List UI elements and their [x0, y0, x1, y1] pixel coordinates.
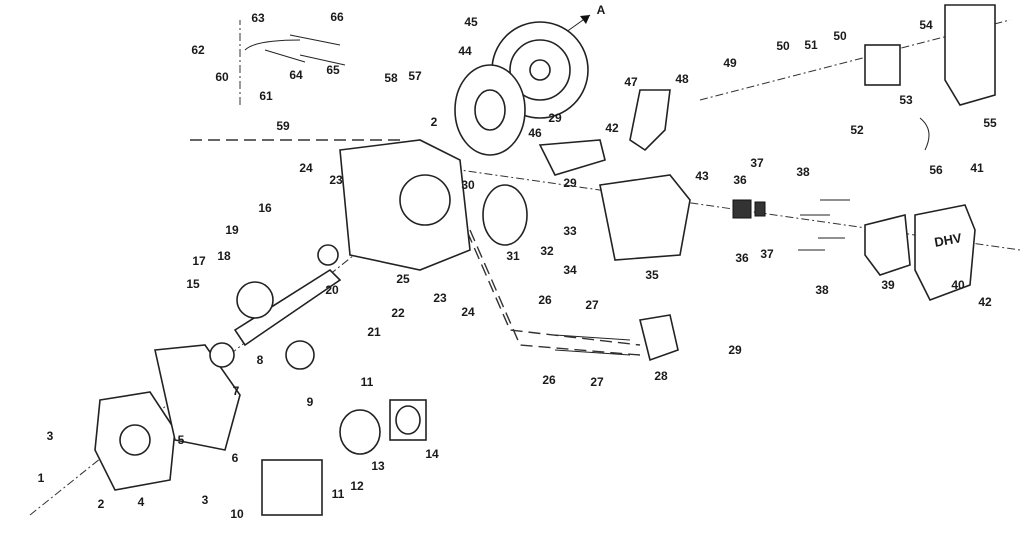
ignition-coil [538, 139, 606, 176]
part-number-label: 26 [538, 293, 552, 307]
part-number-label: 30 [461, 178, 475, 192]
arrow-a-icon [580, 15, 590, 24]
part-number-label: 18 [217, 249, 231, 263]
connecting-rod-box [261, 459, 323, 516]
part-number-label: 46 [528, 126, 542, 140]
part-number-label: 24 [299, 161, 313, 175]
part-number-label: 19 [225, 223, 239, 237]
part-number-label: 13 [371, 459, 385, 473]
part-number-label: 66 [330, 10, 344, 24]
part-number-label: 2 [430, 115, 438, 129]
part-number-label: 11 [360, 375, 374, 389]
part-number-label: 3 [46, 429, 54, 443]
part-number-label: 54 [919, 18, 933, 32]
part-number-label: 28 [654, 369, 668, 383]
part-number-label: 25 [396, 272, 410, 286]
part-number-label: 36 [733, 173, 747, 187]
part-number-label: 38 [796, 165, 810, 179]
gasket [154, 344, 241, 451]
part-number-label: 33 [563, 224, 577, 238]
part-number-label: 29 [728, 343, 742, 357]
valve-spring [732, 199, 752, 219]
heat-shield [629, 89, 671, 152]
part-number-label: 8 [256, 353, 264, 367]
part-number-label: 15 [186, 277, 200, 291]
rocker-bracket [639, 314, 679, 362]
part-number-label: 63 [251, 11, 265, 25]
head-gasket [482, 184, 528, 246]
part-number-label: 7 [232, 384, 240, 398]
part-number-label: 49 [723, 56, 737, 70]
crankshaft [233, 268, 342, 347]
arrow-a-label: A [596, 3, 606, 17]
part-number-label: 5 [177, 433, 185, 447]
part-number-label: 16 [258, 201, 272, 215]
part-number-label: 26 [542, 373, 556, 387]
part-number-label: 42 [605, 121, 619, 135]
part-number-label: 44 [458, 44, 472, 58]
part-number-label: 21 [367, 325, 381, 339]
bearing [209, 342, 235, 368]
part-number-label: 36 [735, 251, 749, 265]
part-number-label: 65 [326, 63, 340, 77]
part-number-label: 60 [215, 70, 229, 84]
valve-cover-gasket [864, 213, 911, 276]
part-number-label: 56 [929, 163, 943, 177]
part-number-label: 45 [464, 15, 478, 29]
part-number-label: 6 [231, 451, 239, 465]
part-number-label: 12 [350, 479, 364, 493]
part-number-label: 57 [408, 69, 422, 83]
part-number-label: 37 [760, 247, 774, 261]
part-number-label: 20 [325, 283, 339, 297]
cylinder-head [599, 174, 691, 261]
part-number-label: 51 [804, 38, 818, 52]
part-number-label: 4 [137, 495, 145, 509]
part-number-label: 50 [776, 39, 790, 53]
part-number-label: 22 [391, 306, 405, 320]
part-number-label: 61 [259, 89, 273, 103]
part-number-label: 29 [563, 176, 577, 190]
part-number-label: 55 [983, 116, 997, 130]
part-number-label: 11 [331, 487, 345, 501]
part-number-label: 48 [675, 72, 689, 86]
part-number-label: 41 [970, 161, 984, 175]
carburetor [864, 44, 901, 86]
part-number-label: 64 [289, 68, 303, 82]
valve-cover [914, 204, 976, 302]
part-number-label: 42 [978, 295, 992, 309]
part-number-label: 53 [899, 93, 913, 107]
part-number-label: 37 [750, 156, 764, 170]
part-number-label: 35 [645, 268, 659, 282]
part-number-label: 62 [191, 43, 205, 57]
part-number-label: 27 [585, 298, 599, 312]
part-number-label: 38 [815, 283, 829, 297]
part-number-label: 23 [329, 173, 343, 187]
part-number-label: 59 [276, 119, 290, 133]
piston [339, 409, 381, 455]
part-number-label: 31 [506, 249, 520, 263]
part-number-label: 34 [563, 263, 577, 277]
part-number-label: 1 [37, 471, 45, 485]
part-number-label: 3 [201, 493, 209, 507]
part-number-label: 47 [624, 75, 638, 89]
part-number-label: 27 [590, 375, 604, 389]
part-number-label: 10 [230, 507, 244, 521]
part-number-label: 17 [192, 254, 206, 268]
part-number-label: 43 [695, 169, 709, 183]
part-number-label: 23 [433, 291, 447, 305]
part-number-label: 14 [425, 447, 439, 461]
camshaft [285, 340, 315, 370]
part-number-label: 52 [850, 123, 864, 137]
part-number-label: 39 [881, 278, 895, 292]
part-number-label: 24 [461, 305, 475, 319]
part-number-label: 40 [951, 278, 965, 292]
part-number-label: 29 [548, 111, 562, 125]
part-number-label: 9 [306, 395, 314, 409]
part-number-label: 2 [97, 497, 105, 511]
air-filter [944, 4, 996, 106]
part-number-label: 32 [540, 244, 554, 258]
part-number-label: 50 [833, 29, 847, 43]
part-number-label: 58 [384, 71, 398, 85]
